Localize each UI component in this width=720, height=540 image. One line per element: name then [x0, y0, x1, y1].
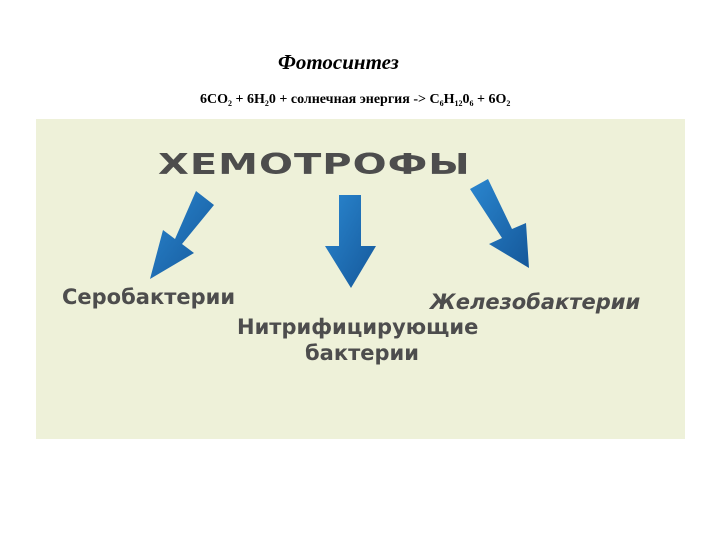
nitrifying-bacteria-label-line2: бактерии [305, 341, 419, 365]
formula-subscript: 2 [506, 99, 511, 108]
sulfur-bacteria-label: Серобактерии [62, 285, 236, 309]
nitrifying-bacteria-label-line1: Нитрифицирующие [237, 315, 479, 339]
formula-subscript: 6 [469, 99, 474, 108]
arrow-center-icon [325, 195, 376, 288]
formula-subscript: 12 [454, 99, 463, 108]
formula-part: 0 + солнечная энергия -> C [268, 92, 440, 107]
formula-part: + 6O [473, 92, 507, 107]
iron-bacteria-label: Железобактерии [430, 290, 641, 314]
formula-part: 6CO [200, 92, 228, 107]
slide-title: Фотосинтез [278, 50, 399, 74]
chemotrophs-header: ХЕМОТРОФЫ [158, 148, 471, 182]
formula-part: 0 [462, 92, 470, 107]
formula-part: H [443, 92, 455, 107]
arrow-left-icon [150, 191, 214, 279]
formula-subscript: 6 [439, 99, 444, 108]
photosynthesis-formula: 6CO2 + 6H20 + солнечная энергия -> C6H12… [200, 92, 510, 108]
arrow-right-icon [470, 179, 529, 268]
formula-subscript: 2 [264, 99, 269, 108]
diagram-panel [36, 119, 685, 439]
formula-subscript: 2 [228, 99, 232, 108]
formula-part: + 6H [232, 92, 265, 107]
